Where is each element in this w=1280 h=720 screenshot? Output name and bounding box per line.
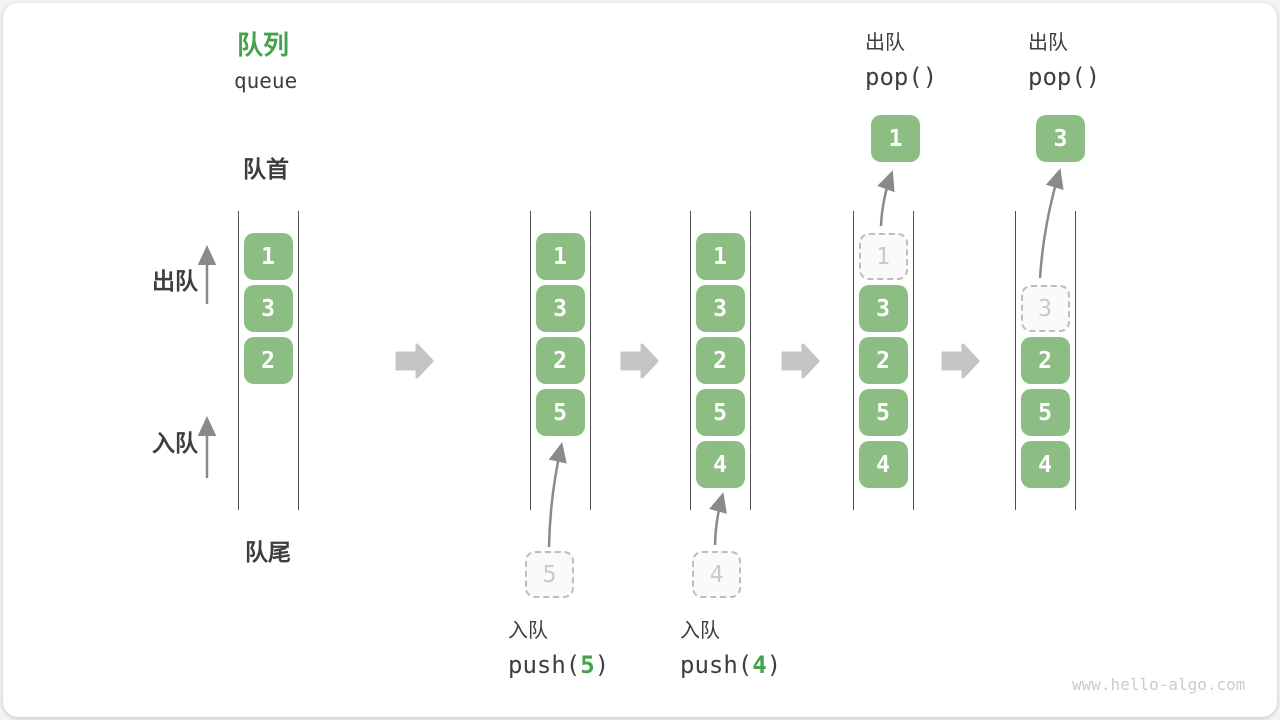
operation-label-code: push(4) bbox=[680, 651, 782, 679]
queue-item: 5 bbox=[695, 389, 745, 436]
queue-item: 5 bbox=[535, 389, 585, 436]
operation-label-zh: 入队 bbox=[508, 620, 548, 642]
operation-label: 入队 push(4) bbox=[680, 618, 781, 678]
queue-item: 5 bbox=[1020, 389, 1070, 436]
queue-item: 4 bbox=[858, 441, 908, 488]
queue-item: 2 bbox=[1020, 337, 1070, 384]
transition-arrow-icon bbox=[941, 343, 980, 379]
queue-item: 1 bbox=[695, 233, 745, 280]
staging-item: 5 bbox=[525, 551, 574, 598]
queue-channel bbox=[689, 211, 751, 510]
dequeued-slot: 1 bbox=[858, 233, 908, 280]
operation-label-code: push(5) bbox=[508, 651, 610, 679]
staging-item: 4 bbox=[692, 551, 741, 598]
dequeue-side-label: 出队 bbox=[152, 268, 198, 294]
dequeued-slot: 3 bbox=[1020, 285, 1070, 332]
transition-arrow-icon bbox=[620, 343, 659, 379]
queue-channel bbox=[529, 211, 591, 510]
operation-label-zh: 出队 bbox=[865, 32, 905, 54]
queue-item: 3 bbox=[243, 285, 293, 332]
transition-arrow-icon bbox=[395, 343, 434, 379]
operation-label-zh: 出队 bbox=[1028, 32, 1068, 54]
queue-item: 3 bbox=[695, 285, 745, 332]
popped-item: 3 bbox=[1036, 115, 1085, 162]
queue-item: 4 bbox=[1020, 441, 1070, 488]
watermark: www.hello-algo.com bbox=[1072, 675, 1246, 694]
diagram-title-zh: 队列 bbox=[237, 30, 290, 60]
enqueue-side-label: 入队 bbox=[152, 430, 198, 456]
queue-item: 3 bbox=[535, 285, 585, 332]
queue-item: 4 bbox=[695, 441, 745, 488]
queue-item: 3 bbox=[858, 285, 908, 332]
popped-item: 1 bbox=[871, 115, 920, 162]
queue-item: 1 bbox=[535, 233, 585, 280]
queue-item: 2 bbox=[858, 337, 908, 384]
operation-label-code: pop() bbox=[1028, 63, 1101, 91]
queue-item: 2 bbox=[243, 337, 293, 384]
queue-rear-label: 队尾 bbox=[245, 539, 291, 565]
queue-item: 5 bbox=[858, 389, 908, 436]
queue-channel bbox=[1014, 211, 1076, 510]
operation-label-code: pop() bbox=[865, 63, 938, 91]
operation-label: 出队 pop() bbox=[1028, 30, 1100, 90]
queue-channel bbox=[237, 211, 299, 510]
queue-channel bbox=[852, 211, 914, 510]
operation-label: 出队 pop() bbox=[865, 30, 937, 90]
queue-item: 1 bbox=[243, 233, 293, 280]
queue-item: 2 bbox=[535, 337, 585, 384]
operation-label-zh: 入队 bbox=[680, 620, 720, 642]
queue-item: 2 bbox=[695, 337, 745, 384]
queue-front-label: 队首 bbox=[243, 156, 289, 182]
operation-label: 入队 push(5) bbox=[508, 618, 609, 678]
transition-arrow-icon bbox=[781, 343, 820, 379]
diagram-title-en: queue bbox=[234, 69, 298, 93]
